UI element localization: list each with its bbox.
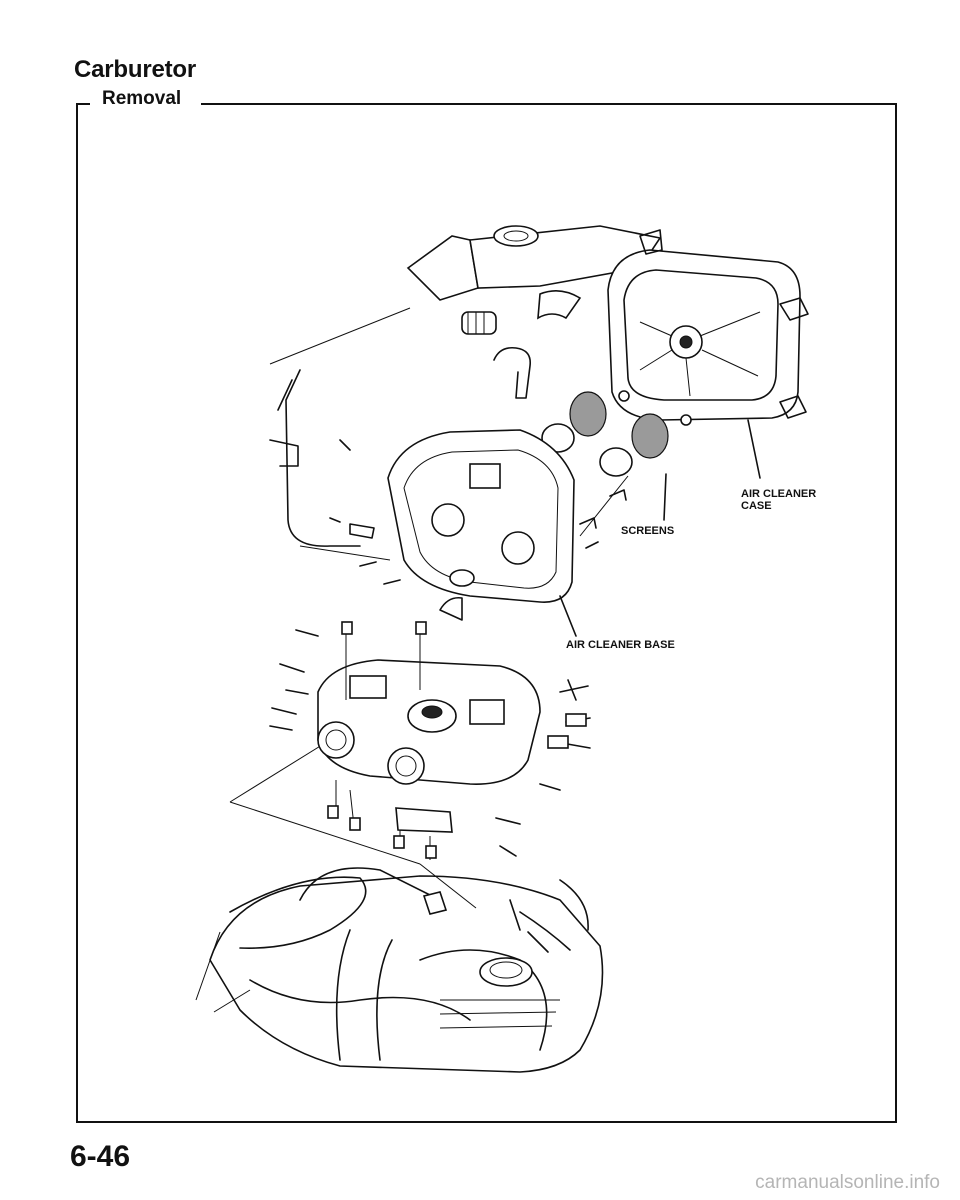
page-number: 6-46 bbox=[70, 1140, 131, 1173]
screens bbox=[541, 390, 692, 477]
label-air-cleaner-case: AIR CLEANER CASE bbox=[741, 488, 817, 512]
carburetor-assembly bbox=[317, 621, 541, 860]
frame-rule-left bbox=[76, 103, 90, 105]
air-cleaner-case bbox=[607, 229, 809, 421]
page-title: Carburetor bbox=[74, 56, 197, 83]
label-screens: SCREENS bbox=[621, 525, 675, 537]
removal-frame bbox=[76, 104, 897, 1123]
frame-rule-right bbox=[201, 103, 897, 105]
hose-fittings bbox=[329, 439, 627, 585]
label-leaders bbox=[559, 419, 761, 637]
engine-bay bbox=[195, 867, 604, 1073]
breather-hoses bbox=[269, 311, 532, 547]
label-air-cleaner-base: AIR CLEANER BASE bbox=[566, 639, 675, 651]
carburetor-fittings bbox=[269, 629, 591, 857]
section-heading: Removal bbox=[98, 88, 186, 110]
air-cleaner-base bbox=[387, 429, 575, 621]
guide-lines bbox=[229, 307, 629, 909]
watermark: carmanualsonline.info bbox=[755, 1172, 940, 1193]
